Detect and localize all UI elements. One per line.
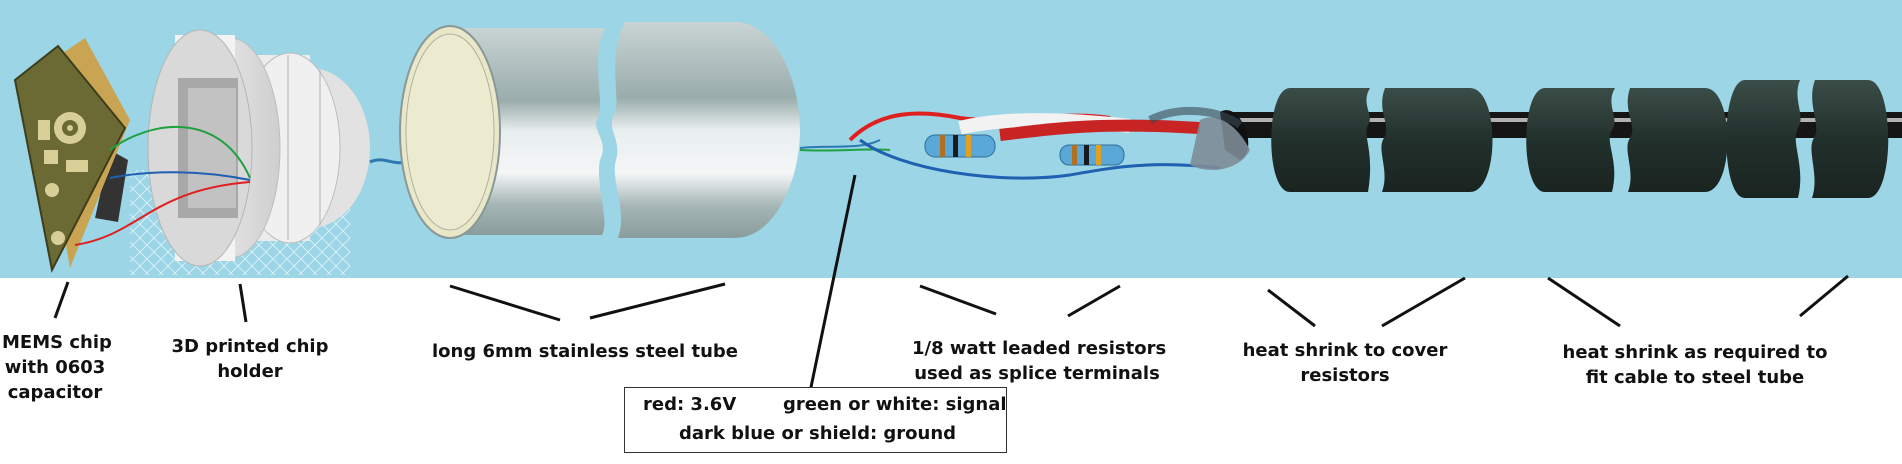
label-line: with 0603 (4, 357, 106, 378)
heat-shrink-icon (1271, 80, 1889, 198)
label-line: heat shrink as required to (1562, 342, 1828, 363)
chip-wires (74, 126, 251, 246)
signal-wire (799, 139, 881, 149)
legend-green: green or white: signal (783, 394, 1007, 415)
mems-chip-icon (13, 38, 130, 274)
label-resistors: 1/8 watt leaded resistors used as splice… (912, 336, 1167, 386)
label-line: MEMS chip (2, 332, 112, 353)
legend-red: red: 3.6V (643, 394, 737, 415)
label-line: 1/8 watt leaded resistors (912, 338, 1167, 359)
label-heat-shrink-fit: heat shrink as required to fit cable to … (1560, 340, 1830, 390)
label-line: fit cable to steel tube (1585, 367, 1805, 388)
label-line: resistors (1300, 365, 1390, 386)
label-line: long 6mm stainless steel tube (431, 341, 738, 362)
label-mems-chip: MEMS chip with 0603 capacitor (2, 330, 112, 405)
legend-blue: dark blue or shield: ground (679, 423, 957, 444)
resistor-icon (848, 106, 1250, 180)
steel-tube-icon (399, 22, 800, 239)
label-chip-holder: 3D printed chip holder (170, 334, 330, 384)
pointer-lines (53, 174, 1849, 393)
label-steel-tube: long 6mm stainless steel tube (430, 339, 740, 364)
label-line: capacitor (7, 382, 103, 403)
label-line: heat shrink to cover (1242, 340, 1448, 361)
label-line: holder (217, 361, 283, 382)
label-heat-shrink-cover: heat shrink to cover resistors (1240, 338, 1450, 388)
label-line: used as splice terminals (914, 363, 1160, 384)
label-line: 3D printed chip (171, 336, 329, 357)
wire-color-legend: red: 3.6V green or white: signal dark bl… (624, 387, 1007, 453)
